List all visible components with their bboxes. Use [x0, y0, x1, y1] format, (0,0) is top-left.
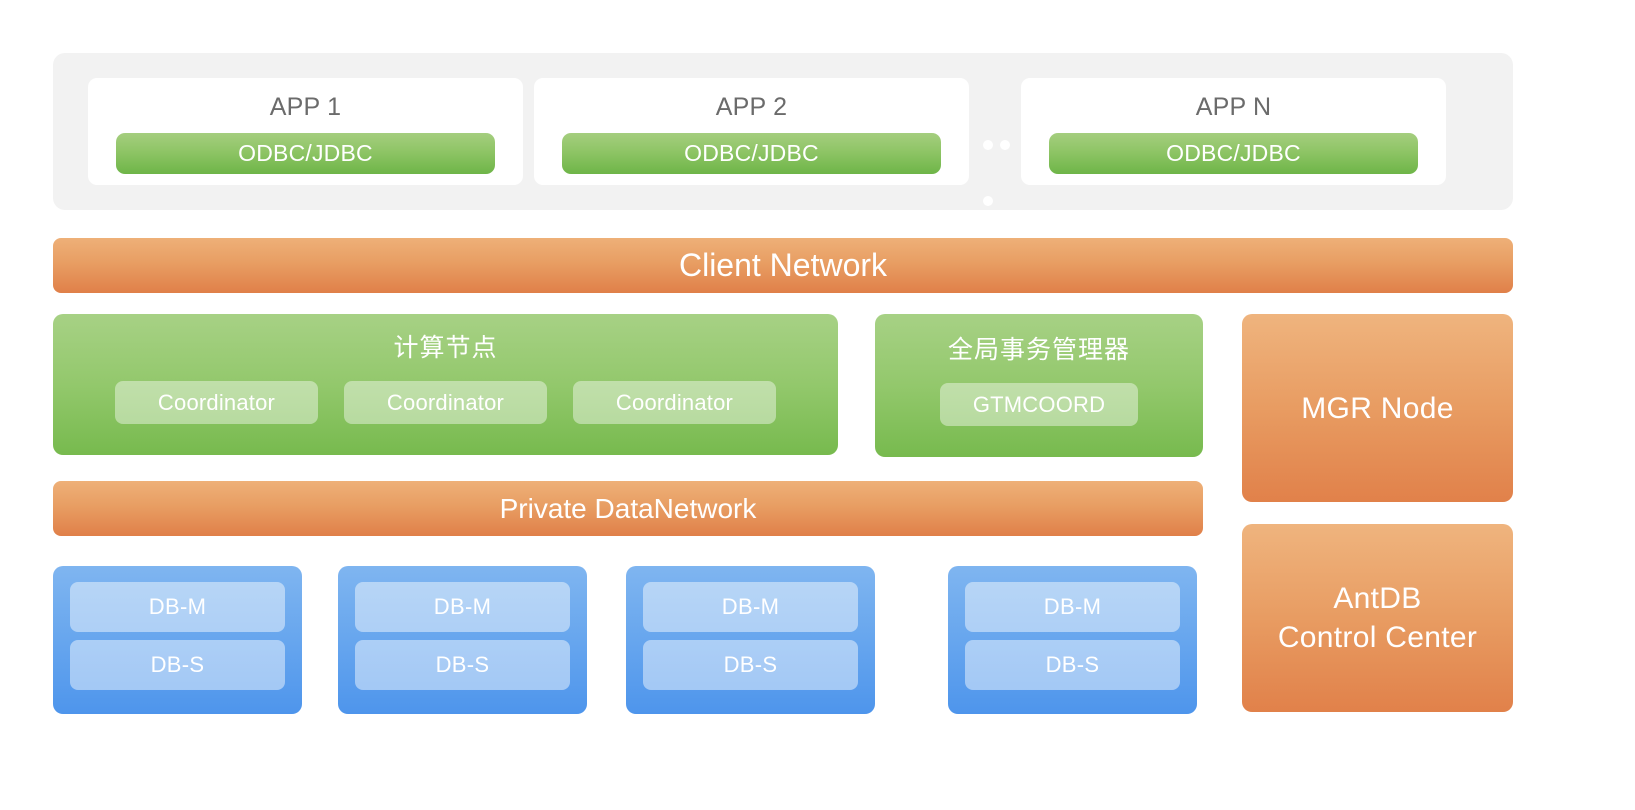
db-group-3: DB-M DB-S: [626, 566, 875, 714]
db-master-chip: DB-M: [70, 582, 285, 632]
db-group-4: DB-M DB-S: [948, 566, 1197, 714]
coordinator-chip: Coordinator: [344, 381, 547, 424]
ellipsis-dot-icon: [983, 140, 993, 150]
db-master-chip: DB-M: [643, 582, 858, 632]
odbc-jdbc-pill: ODBC/JDBC: [562, 133, 941, 174]
control-center-label: AntDB Control Center: [1278, 579, 1477, 657]
app-card-1: APP 1 ODBC/JDBC: [88, 78, 523, 185]
mgr-node-panel: MGR Node: [1242, 314, 1513, 502]
app-title: APP N: [1195, 93, 1272, 121]
app-title: APP 1: [269, 93, 342, 121]
global-transaction-manager-panel: 全局事务管理器 GTMCOORD: [875, 314, 1203, 457]
odbc-jdbc-pill: ODBC/JDBC: [1049, 133, 1418, 174]
control-center-line-1: AntDB: [1333, 582, 1422, 615]
antdb-control-center-panel: AntDB Control Center: [1242, 524, 1513, 712]
gtmcoord-row: GTMCOORD: [875, 383, 1203, 426]
gtmcoord-chip: GTMCOORD: [940, 383, 1138, 426]
db-group-2: DB-M DB-S: [338, 566, 587, 714]
db-slave-chip: DB-S: [355, 640, 570, 690]
coordinator-row: Coordinator Coordinator Coordinator: [53, 381, 838, 424]
compute-node-title: 计算节点: [393, 334, 498, 362]
control-center-line-2: Control Center: [1277, 621, 1478, 654]
odbc-jdbc-pill: ODBC/JDBC: [116, 133, 495, 174]
db-slave-chip: DB-S: [643, 640, 858, 690]
coordinator-chip: Coordinator: [115, 381, 318, 424]
app-card-n: APP N ODBC/JDBC: [1021, 78, 1446, 185]
application-band: APP 1 ODBC/JDBC APP 2 ODBC/JDBC APP N OD…: [53, 53, 1513, 210]
app-title: APP 2: [715, 93, 788, 121]
app-card-2: APP 2 ODBC/JDBC: [534, 78, 969, 185]
ellipsis-dot-icon: [1000, 140, 1010, 150]
db-group-1: DB-M DB-S: [53, 566, 302, 714]
gtm-title: 全局事务管理器: [947, 336, 1130, 364]
db-slave-chip: DB-S: [965, 640, 1180, 690]
db-master-chip: DB-M: [355, 582, 570, 632]
db-master-chip: DB-M: [965, 582, 1180, 632]
coordinator-chip: Coordinator: [573, 381, 776, 424]
client-network-bar: Client Network: [53, 238, 1513, 293]
ellipsis-dot-icon: [983, 196, 993, 206]
compute-node-panel: 计算节点 Coordinator Coordinator Coordinator: [53, 314, 838, 455]
private-datanetwork-bar: Private DataNetwork: [53, 481, 1203, 536]
db-slave-chip: DB-S: [70, 640, 285, 690]
